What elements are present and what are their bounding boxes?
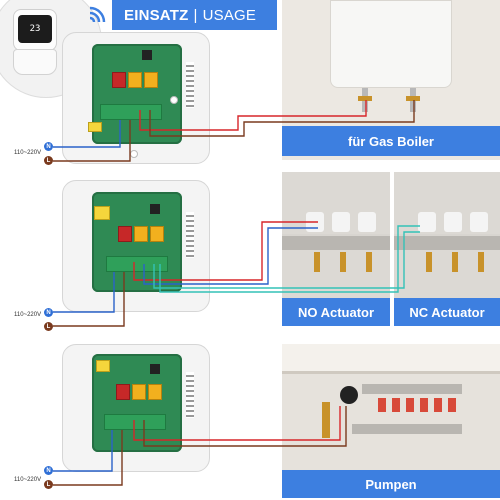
relay-yellow-2 xyxy=(134,226,148,242)
actuator-head xyxy=(332,212,350,232)
wire-n-2 xyxy=(53,272,115,313)
caption-pumps: Pumpen xyxy=(282,470,500,498)
boiler-body xyxy=(330,0,452,88)
wire-n-3 xyxy=(53,430,113,472)
brass-fitting xyxy=(366,252,372,272)
header-title-bold: EINSATZ xyxy=(124,6,189,24)
brass-fitting xyxy=(426,252,432,272)
brass-fitting xyxy=(340,252,346,272)
manifold-pipe xyxy=(282,234,390,250)
wire-no-red xyxy=(133,221,318,281)
thermostat-screen: 23 xyxy=(18,15,52,43)
manifold-red xyxy=(362,384,462,394)
terminal-l-1: L xyxy=(44,156,53,165)
chip-3 xyxy=(150,364,160,374)
terminal-l-3: L xyxy=(44,480,53,489)
header-banner: EINSATZ | USAGE xyxy=(112,0,277,30)
boiler-valve-left xyxy=(358,96,372,101)
relay-yellow-3b xyxy=(148,384,162,400)
caption-no-actuator-text: NO Actuator xyxy=(297,304,375,320)
relay-yellow-1b xyxy=(144,72,158,88)
chip-1 xyxy=(142,50,152,60)
caption-no-actuator: NO Actuator xyxy=(282,298,390,326)
terminal-n-1: N xyxy=(44,142,53,151)
caption-gas-boiler-text: für Gas Boiler xyxy=(348,133,434,149)
relay-yellow-1 xyxy=(128,72,142,88)
pump-fitting xyxy=(322,402,330,438)
chip-2 xyxy=(150,204,160,214)
boiler-valve-right xyxy=(406,96,420,101)
header-separator: | xyxy=(193,6,198,24)
terminal-n-2: N xyxy=(44,308,53,317)
capacitor-1 xyxy=(88,122,102,132)
voltage-label-1: 110~220V xyxy=(14,150,42,156)
caption-gas-boiler: für Gas Boiler xyxy=(282,126,500,156)
manifold-pipe xyxy=(394,234,500,250)
pcb-1 xyxy=(92,44,182,144)
mount-hole xyxy=(170,96,178,104)
wire-boiler-brown xyxy=(149,100,415,137)
cabinet-shelf xyxy=(282,344,500,374)
capacitor-2 xyxy=(94,206,110,220)
terminal-n-3: N xyxy=(44,466,53,475)
thermostat-device: 23 xyxy=(13,9,57,51)
wire-nc-teal xyxy=(153,231,420,289)
wire-pump-brown xyxy=(143,406,347,447)
nc-actuator-photo xyxy=(394,172,500,298)
actuator-head xyxy=(444,212,462,232)
pin-header-1 xyxy=(186,62,194,108)
wire-n-1 xyxy=(53,120,121,148)
terminal-block-2 xyxy=(106,256,168,272)
relay-yellow-2b xyxy=(150,226,164,242)
actuator-head xyxy=(470,212,488,232)
wire-l-1 xyxy=(53,120,131,162)
wifi-icon xyxy=(89,6,106,23)
wire-boiler-red xyxy=(139,100,367,131)
pumps-photo xyxy=(282,344,500,470)
pin-header-2 xyxy=(186,212,194,258)
caption-nc-actuator: NC Actuator xyxy=(394,298,500,326)
pin-header-3 xyxy=(186,372,194,418)
relay-3 xyxy=(116,384,130,400)
wire-l-2 xyxy=(53,272,125,327)
wire-pump-red xyxy=(133,406,341,441)
wire-nc-teal-2 xyxy=(159,225,420,293)
brass-fitting xyxy=(452,252,458,272)
manifold-red-valves xyxy=(378,398,462,412)
terminal-block-3 xyxy=(104,414,166,430)
relay-1 xyxy=(112,72,126,88)
brass-fitting xyxy=(478,252,484,272)
terminal-l-2: L xyxy=(44,322,53,331)
header-title-light: USAGE xyxy=(202,6,257,24)
caption-pumps-text: Pumpen xyxy=(365,476,417,492)
wire-no-blue xyxy=(143,227,318,285)
manifold-lower xyxy=(352,424,462,434)
relay-yellow-3 xyxy=(132,384,146,400)
relay-2 xyxy=(118,226,132,242)
caption-nc-actuator-text: NC Actuator xyxy=(409,304,485,320)
voltage-label-3: 110~220V xyxy=(14,477,42,483)
voltage-label-2: 110~220V xyxy=(14,312,42,318)
no-actuator-photo xyxy=(282,172,390,298)
actuator-head xyxy=(358,212,376,232)
actuator-head xyxy=(418,212,436,232)
wire-l-3 xyxy=(53,430,123,486)
brass-fitting xyxy=(314,252,320,272)
pump-body xyxy=(340,386,358,404)
capacitor-3 xyxy=(96,360,110,372)
thermostat-stand xyxy=(13,49,57,75)
terminal-block-1 xyxy=(100,104,162,120)
